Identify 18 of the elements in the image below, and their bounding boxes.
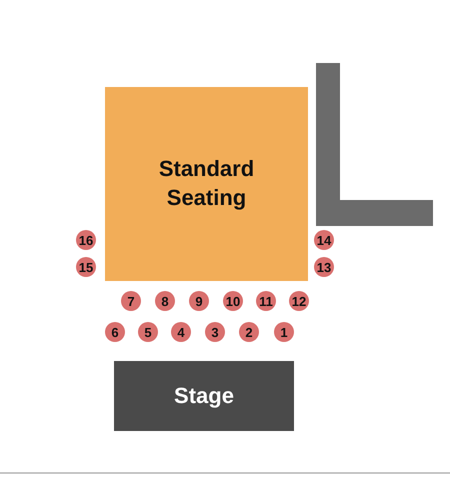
table-seat: 11 — [256, 291, 276, 311]
table-seat: 2 — [239, 322, 259, 342]
table-seat: 14 — [314, 230, 334, 250]
table-seat: 9 — [189, 291, 209, 311]
table-seat: 13 — [314, 257, 334, 277]
table-seat: 3 — [205, 322, 225, 342]
table-seat: 1 — [274, 322, 294, 342]
table-seat: 10 — [223, 291, 243, 311]
stage-block: Stage — [114, 361, 294, 431]
table-seat: 12 — [289, 291, 309, 311]
seating-section: Standard Seating — [105, 87, 308, 281]
table-seat: 7 — [121, 291, 141, 311]
table-seat: 16 — [76, 230, 96, 250]
table-seat: 4 — [171, 322, 191, 342]
table-seat: 8 — [155, 291, 175, 311]
table-seat: 6 — [105, 322, 125, 342]
table-seat: 15 — [76, 257, 96, 277]
table-seat: 5 — [138, 322, 158, 342]
